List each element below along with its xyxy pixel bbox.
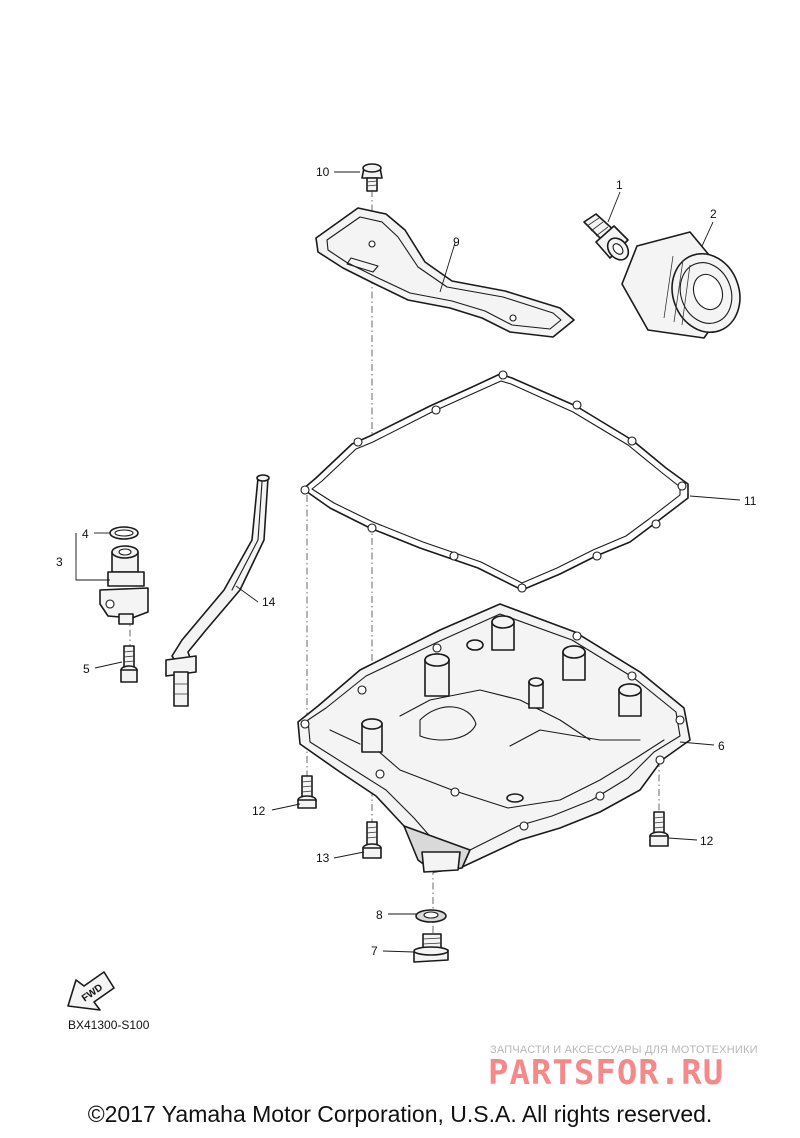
callout-1: 1 <box>616 178 623 192</box>
bolt-13 <box>362 821 382 859</box>
callout-14: 14 <box>262 595 276 609</box>
callout-2: 2 <box>710 207 717 221</box>
bolt-10 <box>361 163 383 192</box>
callout-8: 8 <box>376 908 383 922</box>
oil-filter <box>621 231 741 339</box>
callout-numbers: 1 2 3 4 5 6 7 8 9 10 11 12 12 13 14 <box>56 165 757 958</box>
callout-4: 4 <box>82 527 89 541</box>
bolt-12-left <box>297 775 317 809</box>
bolt-12-right <box>649 811 669 847</box>
baffle-plate <box>315 207 575 338</box>
callout-12-left: 12 <box>252 804 266 818</box>
callout-13: 13 <box>316 851 330 865</box>
oil-pan-gasket <box>300 370 689 593</box>
diagram-code: BX41300-S100 <box>68 1018 150 1032</box>
callout-5: 5 <box>83 662 90 676</box>
oil-level-switch <box>99 526 149 625</box>
callout-10: 10 <box>316 165 330 179</box>
callout-7: 7 <box>371 944 378 958</box>
drain-washer <box>415 909 447 923</box>
callout-12-right: 12 <box>700 834 714 848</box>
oil-pan <box>297 603 691 873</box>
callout-6: 6 <box>718 739 725 753</box>
oil-pipe <box>165 474 270 707</box>
leader-lines <box>75 171 741 953</box>
fwd-arrow-icon: FWD <box>67 971 115 1011</box>
copyright-notice: ©2017 Yamaha Motor Corporation, U.S.A. A… <box>87 1101 713 1127</box>
callout-3: 3 <box>56 555 63 569</box>
callout-11: 11 <box>744 494 757 508</box>
watermark-logo: PARTSFOR.RU <box>488 1053 725 1093</box>
bolt-5 <box>120 645 138 683</box>
drain-bolt <box>413 933 449 963</box>
watermark-tagline: ЗАПЧАСТИ И АКСЕССУАРЫ ДЛЯ МОТОТЕХНИКИ <box>490 1044 758 1056</box>
oil-filter-fitting <box>583 213 630 261</box>
callout-9: 9 <box>453 235 460 249</box>
